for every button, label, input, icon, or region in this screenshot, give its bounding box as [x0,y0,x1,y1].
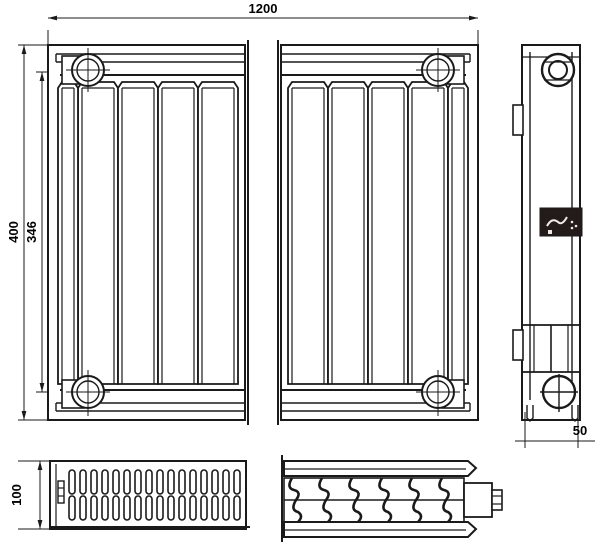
dimension-label-port-spacing: 346 [24,221,39,243]
front-fin [197,81,239,385]
dimension-depth: 50 [515,412,595,448]
section-convector-core [283,477,465,523]
side-elevation-view [512,44,583,422]
dimension-overall-width: 1200 [47,1,479,45]
top-grille-view [49,460,250,530]
grille-slot-column [90,469,98,521]
side-lower-compartments [522,324,580,373]
front-fin [407,81,449,385]
front-port-top-right [416,48,465,92]
grille-slot-field [68,469,241,521]
grille-slot-column [112,469,120,521]
front-fin [367,81,409,385]
front-fin [157,81,199,385]
dimension-label-bottom-height: 100 [9,484,24,506]
section-outlet-cap [463,482,503,518]
grille-slot-column [134,469,142,521]
grille-slot-column [68,469,76,521]
front-fin [77,81,119,385]
grille-slot-column [222,469,230,521]
grille-side-clip [57,480,65,504]
front-elevation-view [47,40,479,425]
grille-slot-column [79,469,87,521]
dimension-label-height: 400 [6,221,21,243]
front-port-top-left [61,48,110,92]
front-port-bottom-left [61,370,110,416]
side-label-badge [539,207,583,237]
dimension-label-depth: 50 [573,423,587,438]
grille-slot-column [233,469,241,521]
side-port-top [540,52,576,88]
grille-slot-column [178,469,186,521]
grille-slot-column [211,469,219,521]
front-fin [327,81,369,385]
dimension-label-width: 1200 [249,1,278,16]
side-port-bottom [540,374,578,412]
grille-slot-column [123,469,131,521]
grille-slot-column [156,469,164,521]
grille-slot-column [200,469,208,521]
grille-slot-column [101,469,109,521]
front-fins-left [57,81,239,385]
side-bracket-lower[interactable] [512,329,524,361]
front-fin [57,81,79,385]
front-fin [287,81,329,385]
grille-slot-column [167,469,175,521]
front-break-line [247,40,279,425]
grille-slot-column [145,469,153,521]
section-top-panel [283,460,478,477]
grille-slot-column [189,469,197,521]
section-bottom-panel [283,521,478,538]
front-fin [447,81,469,385]
front-fins-right [287,81,469,385]
side-bracket-upper[interactable] [512,104,524,136]
front-port-bottom-right [416,370,465,416]
front-fin [117,81,159,385]
horizontal-section-view [281,455,503,542]
